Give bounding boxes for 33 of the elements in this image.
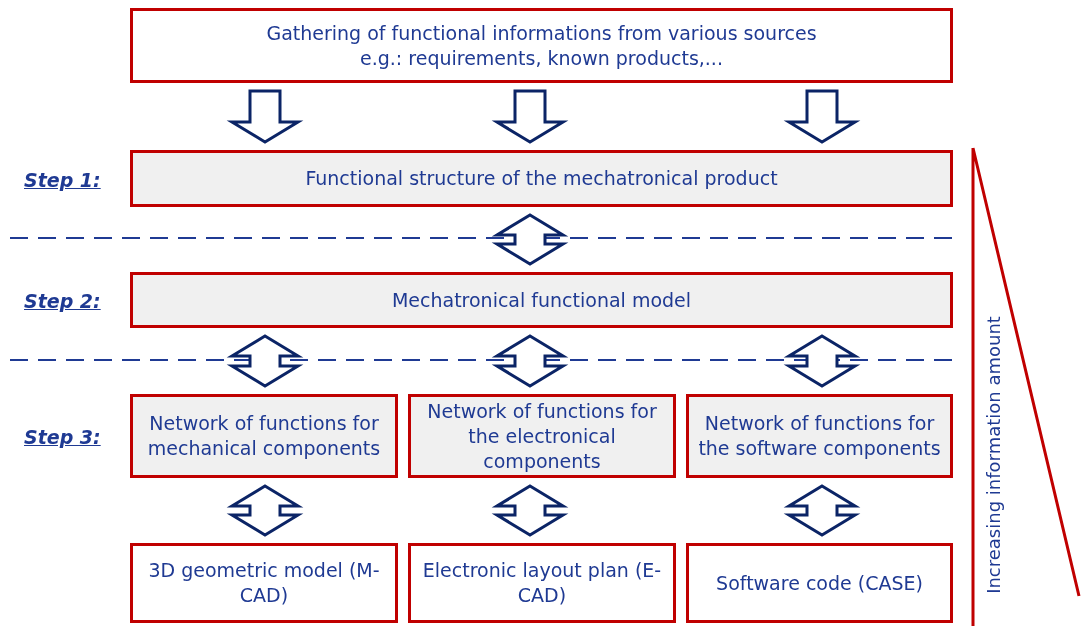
process-box: [130, 8, 953, 83]
block-arrow: [226, 89, 304, 144]
block-arrow: [491, 484, 569, 537]
box-text: Gathering of functional informations from various sources: [266, 20, 817, 46]
process-box: [686, 394, 953, 478]
box-text: Mechatronical functional model: [391, 287, 692, 313]
step-label: Step 3:: [24, 425, 102, 450]
block-arrow: [783, 89, 861, 144]
process-box: [686, 543, 953, 623]
box-text: Software code (CASE): [716, 570, 923, 596]
block-arrow: [491, 334, 569, 388]
box-text: Network of functions for the electronical components: [426, 398, 658, 474]
block-arrow: [491, 213, 569, 266]
process-box: [130, 394, 398, 478]
block-arrow: [226, 484, 304, 537]
box-text: Functional structure of the mechatronical product: [305, 166, 778, 191]
process-box: [408, 394, 676, 478]
block-arrow: [783, 484, 861, 537]
process-box: [130, 272, 953, 328]
block-arrow: [783, 334, 861, 388]
box-text: Network of functions for mechanical components: [146, 411, 382, 461]
box-text: Electronic layout plan (E-CAD): [421, 558, 663, 608]
process-box: [130, 150, 953, 207]
process-box: [130, 543, 398, 623]
axis-label: Increasing information amount: [981, 316, 1005, 594]
box-text: 3D geometric model (M-CAD): [147, 558, 381, 608]
step-label: Step 1:: [24, 167, 102, 193]
box-text: e.g.: requirements, known products,...: [360, 45, 723, 71]
step-label: Step 2:: [24, 289, 102, 314]
block-arrow: [491, 89, 569, 144]
block-arrow: [226, 334, 304, 388]
process-box: [408, 543, 676, 623]
box-text: Network of functions for the software components: [697, 411, 942, 461]
